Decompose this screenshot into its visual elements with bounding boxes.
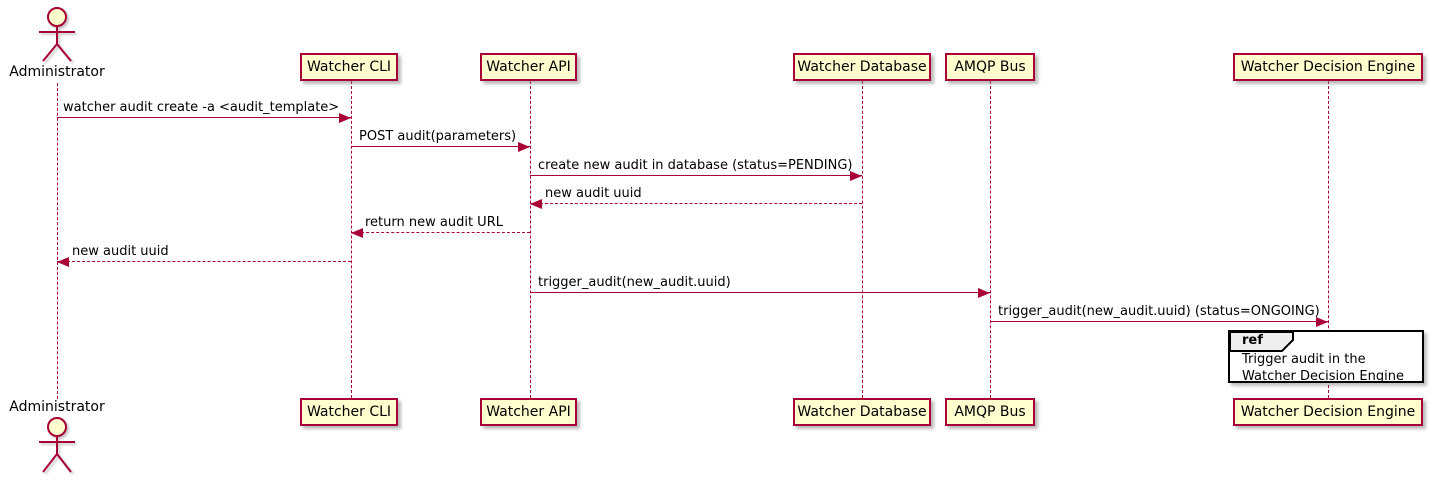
lifeline-administrator — [57, 83, 58, 399]
arrowhead-right-icon — [978, 288, 990, 298]
participant-watcher-api-bottom: Watcher API — [480, 398, 577, 426]
ref-line-2: Watcher Decision Engine — [1242, 369, 1404, 384]
message-audit-create: watcher audit create -a <audit_template> — [57, 100, 351, 123]
message-label: create new audit in database (status=PEN… — [538, 158, 853, 173]
ref-line-1: Trigger audit in the — [1242, 352, 1366, 367]
ref-body: Trigger audit in the Watcher Decision En… — [1242, 351, 1404, 385]
arrowhead-right-icon — [1316, 317, 1328, 327]
participant-watcher-cli-bottom: Watcher CLI — [300, 398, 398, 426]
message-label: return new audit URL — [365, 215, 503, 230]
message-post-audit: POST audit(parameters) — [351, 129, 530, 152]
lifeline-watcher-database — [862, 81, 863, 398]
lifeline-amqp-bus — [990, 81, 991, 398]
message-label: new audit uuid — [545, 186, 642, 201]
message-line — [530, 203, 862, 204]
participant-amqp-bus-top: AMQP Bus — [945, 53, 1035, 81]
participant-watcher-database-bottom: Watcher Database — [793, 398, 931, 426]
participant-amqp-bus-bottom: AMQP Bus — [945, 398, 1035, 426]
ref-frame: ref Trigger audit in the Watcher Decisio… — [1228, 330, 1424, 385]
message-label: new audit uuid — [72, 244, 169, 259]
arrowhead-right-icon — [850, 171, 862, 181]
arrowhead-left-icon — [57, 257, 69, 267]
message-create-audit-db: create new audit in database (status=PEN… — [530, 158, 862, 181]
lifeline-watcher-cli — [351, 81, 352, 398]
message-line — [990, 321, 1328, 322]
participant-watcher-api-top: Watcher API — [480, 53, 577, 81]
message-label: POST audit(parameters) — [359, 129, 517, 144]
arrowhead-right-icon — [339, 113, 351, 123]
arrowhead-left-icon — [530, 199, 542, 209]
message-new-audit-uuid-to-admin: new audit uuid — [57, 244, 351, 267]
message-new-audit-uuid-return: new audit uuid — [530, 186, 862, 209]
actor-administrator-icon-bottom — [39, 417, 75, 473]
message-line — [351, 232, 530, 233]
message-line — [530, 175, 862, 176]
message-line — [57, 261, 351, 262]
lifeline-watcher-decision-engine — [1328, 81, 1329, 398]
participant-watcher-cli-top: Watcher CLI — [300, 53, 398, 81]
message-line — [530, 292, 990, 293]
participant-watcher-decision-engine-top: Watcher Decision Engine — [1233, 53, 1423, 81]
actor-administrator-label-top: Administrator — [9, 64, 105, 80]
lifeline-watcher-api — [530, 81, 531, 398]
message-line — [351, 146, 530, 147]
arrowhead-right-icon — [518, 142, 530, 152]
actor-administrator-icon — [39, 7, 75, 62]
message-trigger-audit-ongoing: trigger_audit(new_audit.uuid) (status=ON… — [990, 304, 1328, 327]
participant-watcher-database-top: Watcher Database — [793, 53, 931, 81]
ref-tab-icon — [1229, 331, 1294, 352]
participant-watcher-decision-engine-bottom: Watcher Decision Engine — [1233, 398, 1423, 426]
message-return-audit-url: return new audit URL — [351, 215, 530, 238]
arrowhead-left-icon — [351, 228, 363, 238]
message-label: trigger_audit(new_audit.uuid) (status=ON… — [998, 304, 1320, 319]
message-trigger-audit: trigger_audit(new_audit.uuid) — [530, 275, 990, 298]
ref-keyword: ref — [1242, 333, 1263, 348]
message-line — [57, 117, 351, 118]
message-label: trigger_audit(new_audit.uuid) — [538, 275, 731, 290]
actor-administrator-label-bottom: Administrator — [9, 399, 105, 415]
message-label: watcher audit create -a <audit_template> — [63, 100, 340, 115]
